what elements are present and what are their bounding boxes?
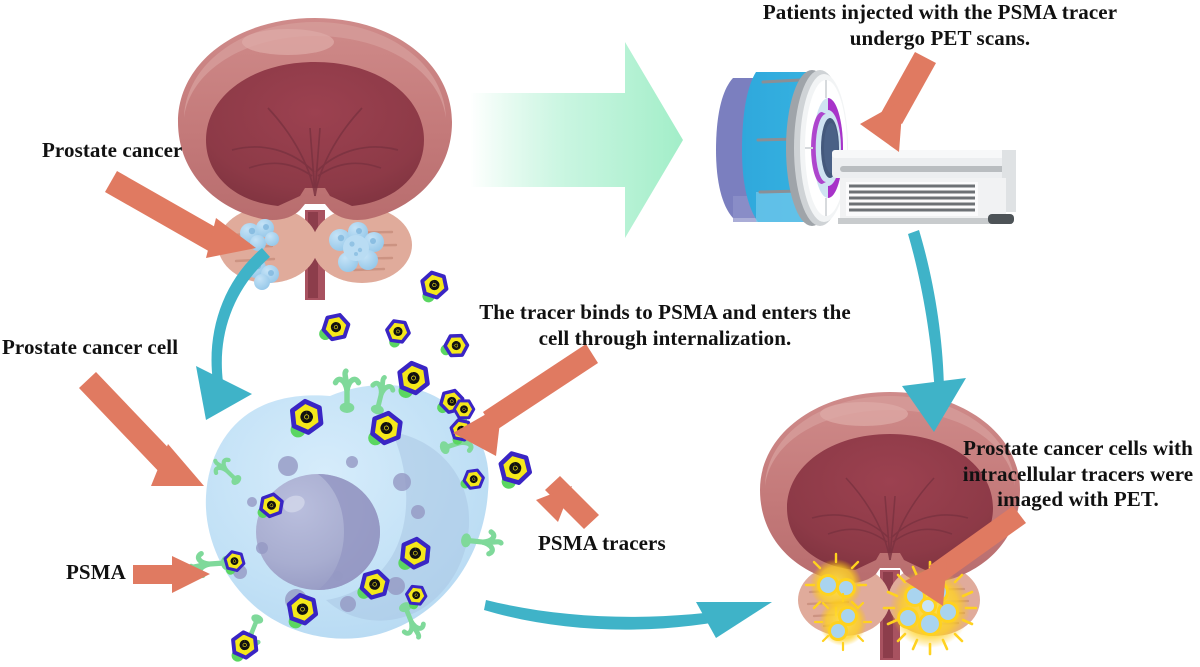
tumor-cluster-left-upper [240,219,279,251]
pet-scanner-illustration [716,70,1016,226]
flow-arrows-teal [196,230,966,638]
flow-arrow-cell-to-prostate [484,600,772,638]
label-pet-scan-step: Patients injected with the PSMA tracer u… [762,0,1118,50]
pointer-arrow-prostate-cancer [105,171,256,258]
pointer-arrow-cancer-cell [79,372,204,486]
pointer-arrow-imaging-result [905,506,1026,606]
label-imaging-result: Prostate cancer cells with intracellular… [962,436,1194,512]
tumor-cluster-left-lower [246,258,279,290]
tumor-cluster-right-large [329,222,384,272]
label-prostate-cancer: Prostate cancer [42,138,183,162]
pointer-arrow-binding [453,344,598,456]
label-psma: PSMA [66,560,126,584]
label-psma-tracers: PSMA tracers [538,531,666,555]
label-binding-step: The tracer binds to PSMA and enters the … [479,300,851,350]
glowing-tumor-clusters [804,552,978,656]
transition-arrow-green [470,42,683,238]
label-prostate-cancer-cell: Prostate cancer cell [2,335,179,359]
pointer-arrow-psma [133,556,210,593]
flow-arrow-scanner-to-bladder [902,230,966,432]
pointer-arrow-psma-tracers [536,476,599,529]
flow-arrow-prostate-to-cell [196,248,270,420]
prostate-cancer-cell-illustration [205,384,489,639]
psma-receptors [190,371,502,651]
pointer-arrow-pet-scan [860,52,936,152]
bladder-prostate-illustration-top-left [178,18,452,300]
bladder-prostate-illustration-bottom-right [760,392,1020,660]
